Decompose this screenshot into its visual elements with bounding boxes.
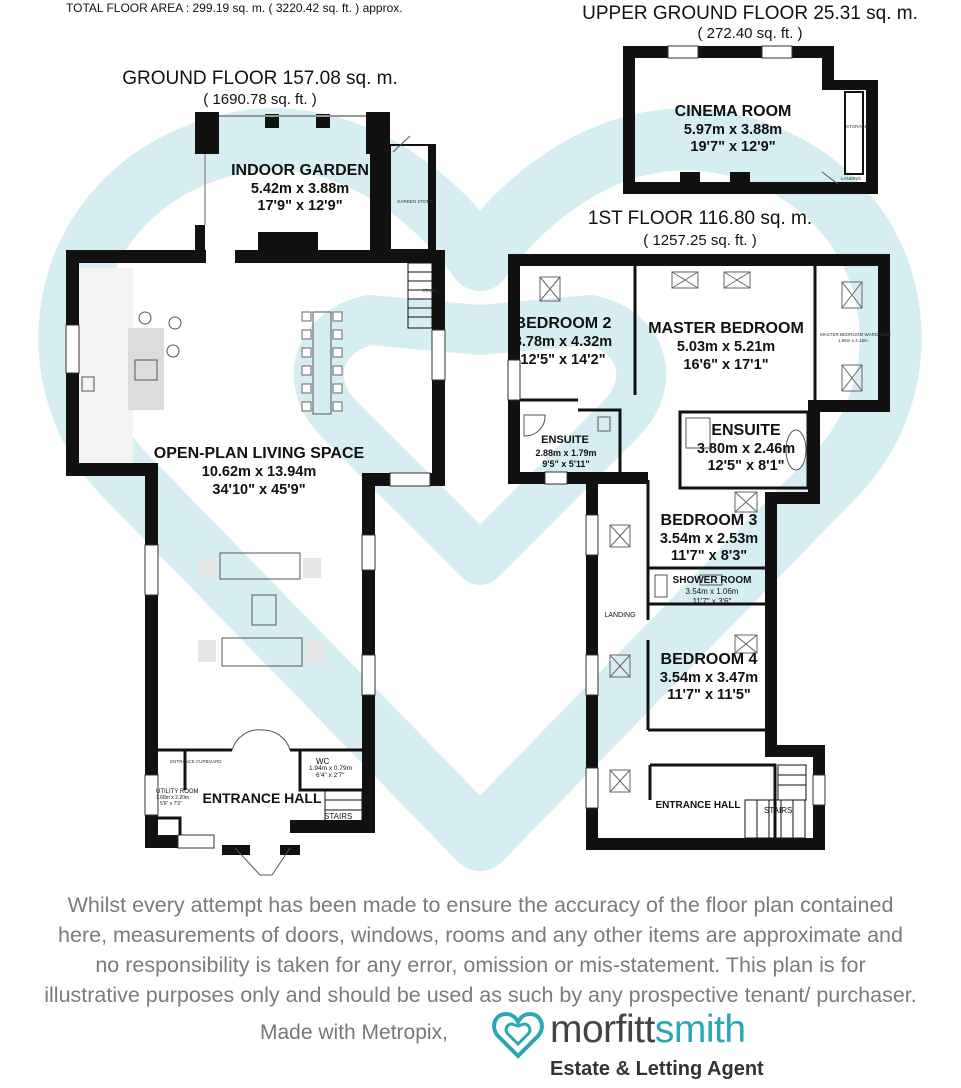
total-floor-area: TOTAL FLOOR AREA : 299.19 sq. m. ( 3220.… [66,1,403,15]
room-open-plan-imperial: 34'10" x 45'9" [212,482,306,498]
first-floor-sqft: ( 1257.25 sq. ft. ) [643,232,757,249]
brand-tagline: Estate & Letting Agent [550,1058,764,1080]
room-open-plan-name: OPEN-PLAN LIVING SPACE [153,445,365,462]
room-ensuite-small-name: ENSUITE [541,434,589,446]
ground-windows [65,324,446,849]
room-ensuite-master-imperial: 12'5" x 8'1" [707,458,785,474]
disclaimer-line: Whilst every attempt has been made to en… [67,893,894,917]
first-floor-plan [507,254,890,850]
upper-ground-floor-title: UPPER GROUND FLOOR 25.31 sq. m. [582,3,918,24]
stairs-first [744,764,807,839]
bath-fittings [523,414,807,598]
first-floor-internal-walls [520,266,817,838]
room-open-plan-metric: 10.62m x 13.94m [201,464,317,480]
room-ensuite-master-name: ENSUITE [711,422,781,439]
room-bedroom3-name: BEDROOM 3 [660,512,758,529]
room-bedroom2-imperial: 12'5" x 14'2" [520,352,606,368]
upper-ground-floor-plan [623,45,878,194]
room-bedroom4-metric: 3.54m x 3.47m [659,670,759,686]
garden-store-label: GARDEN STORE [397,199,433,204]
room-entrance-hall-ground: ENTRANCE HALL [202,790,322,806]
upper-ground-floor-sqft: ( 272.40 sq. ft. ) [697,25,803,42]
stairs-ground-label: STAIRS [324,812,353,821]
stairs-ground [324,789,363,826]
ground-floor-plan [65,112,446,876]
first-floor-title: 1ST FLOOR 116.80 sq. m. [587,208,813,229]
room-ensuite-small-metric: 2.88m x 1.79m [535,448,597,458]
disclaimer: Whilst every attempt has been made to en… [0,890,961,1010]
hob [134,359,158,381]
room-wc-name: WC [316,757,330,766]
room-utility-dims: 1.68m x 2.20m [156,795,190,801]
room-bedroom4-imperial: 11'7" x 11'5" [667,687,751,703]
room-ensuite-small-imperial: 9'5" x 5'11" [542,459,590,469]
ground-floor-sqft: ( 1690.78 sq. ft. ) [203,91,317,108]
kitchen-island [128,328,164,410]
room-bedroom3-imperial: 11'7" x 8'3" [670,548,748,564]
storage-label: STORAGE [846,124,868,129]
room-indoor-garden-imperial: 17'9" x 12'9" [257,198,343,214]
entrance-cupboard-label: ENTRANCE CUPBOARD [170,759,222,764]
brand-part2: smith [654,1008,746,1051]
ground-floor-title: GROUND FLOOR 157.08 sq. m. [122,68,398,89]
room-entrance-hall-first: ENTRANCE HALL [655,800,741,811]
room-bedroom2-name: BEDROOM 2 [514,315,612,332]
room-utility-name: UTILITY ROOM [156,789,199,795]
room-shower-imperial: 11'7" x 3'6" [692,597,732,606]
room-ensuite-master-metric: 3.80m x 2.46m [696,441,796,457]
room-master-metric: 5.03m x 5.21m [676,339,776,355]
room-bedroom4-name: BEDROOM 4 [660,651,758,668]
first-floor-windows [507,359,826,809]
sink [81,376,95,392]
entrance-door-swing [231,729,291,751]
stairs-first-label: STAIRS [764,806,793,815]
dining-table [312,311,332,415]
side-tables [198,558,324,662]
room-wc-imperial: 6'4" x 2'7" [316,772,345,779]
room-cinema-name: CINEMA ROOM [674,103,792,120]
stairs-top [407,262,433,329]
disclaimer-line: illustrative purposes only and should be… [44,983,917,1007]
master-wardrobe-label: MASTER BEDROOM WARDROBE [820,332,891,337]
kitchen-floor [78,268,133,463]
brand-part1: morfitt [550,1008,655,1051]
heart-logo-icon [492,1011,544,1059]
room-utility-imperial: 5'6" x 7'3" [160,801,182,807]
landing-upper-label: LANDING [841,176,862,181]
room-master-imperial: 16'6" x 17'1" [683,357,769,373]
brand-wordmark: morfittsmith [550,1008,746,1052]
landing-label: LANDING [604,612,636,619]
room-shower-name: SHOWER ROOM [672,575,752,586]
disclaimer-line: here, measurements of doors, windows, ro… [58,923,903,947]
stairs-top-label: STAIRS [422,288,438,293]
room-cinema-metric: 5.97m x 3.88m [683,122,783,138]
room-master-name: MASTER BEDROOM [648,320,804,337]
room-indoor-garden-name: INDOOR GARDEN [231,162,369,179]
room-shower-metric: 3.54m x 1.06m [685,587,739,596]
room-bedroom3-metric: 3.54m x 2.53m [659,531,759,547]
room-bedroom2-metric: 3.78m x 4.32m [513,334,613,350]
room-cinema-imperial: 19'7" x 12'9" [690,139,776,155]
room-wc-dims: 1.94m x 0.79m [309,765,352,772]
dining-chairs [301,311,343,412]
bar-stools [138,311,182,358]
indoor-garden-walls [195,112,390,250]
sofas [219,552,303,667]
storage-cupboard [844,91,864,175]
disclaimer-line: no responsibility is taken for any error… [95,953,866,977]
room-indoor-garden-metric: 5.42m x 3.88m [250,181,350,197]
made-with-metropix: Made with Metropix, [260,1021,448,1044]
master-wardrobe-dims: 1.96m x 4.16m [838,338,868,343]
skylights [539,271,863,793]
